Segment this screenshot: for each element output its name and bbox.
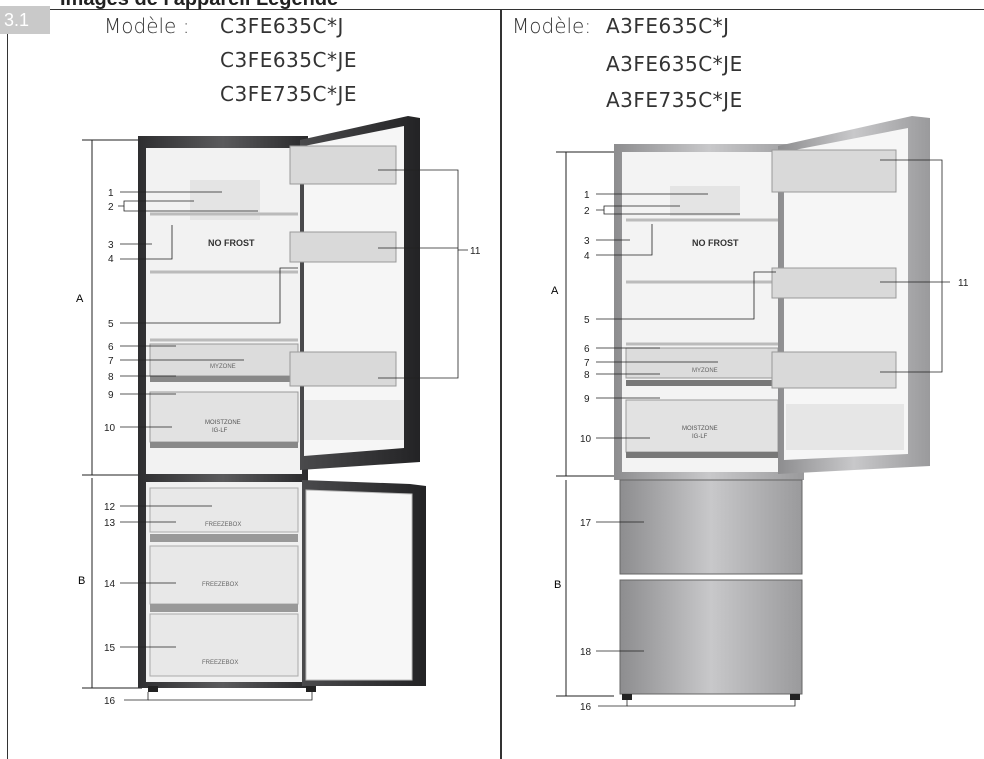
left-callout-5: 5 bbox=[108, 319, 114, 330]
right-callout-6: 6 bbox=[584, 344, 590, 355]
left-callout-3: 3 bbox=[108, 240, 114, 251]
left-model-1: C3FE635C*J bbox=[220, 14, 344, 38]
left-fridge-diagram: A B NO FROST MYZONE MOISTZONE IG-LF FREE… bbox=[76, 116, 481, 707]
right-callout-11: 11 bbox=[958, 278, 969, 289]
right-callout-4: 4 bbox=[584, 251, 590, 262]
left-callout-11: 11 bbox=[470, 246, 481, 257]
right-model-2: A3FE635C*JE bbox=[606, 52, 743, 76]
section-title: Images de l'appareil Légende bbox=[60, 0, 338, 11]
left-model-label: Modèle : bbox=[104, 14, 190, 38]
left-dim-a: A bbox=[76, 293, 84, 305]
right-callout-5: 5 bbox=[584, 315, 590, 326]
left-callout-8: 8 bbox=[108, 372, 114, 383]
left-callout-16: 16 bbox=[104, 696, 116, 707]
right-callout-17: 17 bbox=[580, 518, 592, 529]
left-nofrost-logo: NO FROST bbox=[208, 238, 255, 248]
left-callout-6: 6 bbox=[108, 342, 114, 353]
left-callout-4: 4 bbox=[108, 254, 114, 265]
right-nofrost-logo: NO FROST bbox=[692, 238, 739, 248]
left-dim-b: B bbox=[78, 575, 85, 587]
left-callout-15: 15 bbox=[104, 643, 116, 654]
right-callout-7: 7 bbox=[584, 358, 590, 369]
left-callout-9: 9 bbox=[108, 390, 114, 401]
left-model-2: C3FE635C*JE bbox=[220, 48, 358, 72]
right-callout-1: 1 bbox=[584, 190, 590, 201]
right-callout-3: 3 bbox=[584, 236, 590, 247]
right-callout-9: 9 bbox=[584, 394, 590, 405]
right-callout-16: 16 bbox=[580, 702, 592, 713]
left-freezebox-1: FREEZEBOX bbox=[205, 522, 241, 528]
right-model-1: A3FE635C*J bbox=[606, 14, 730, 38]
left-freezebox-2: FREEZEBOX bbox=[202, 582, 238, 588]
right-fridge-diagram: A B NO FROST MYZONE MOISTZONE IG-LF bbox=[551, 116, 969, 713]
left-border bbox=[7, 34, 8, 759]
right-dim-b: B bbox=[554, 579, 561, 591]
left-callout-1: 1 bbox=[108, 188, 114, 199]
right-moistzone-label: MOISTZONE bbox=[682, 426, 718, 432]
right-dim-a: A bbox=[551, 285, 559, 297]
right-callout-2: 2 bbox=[584, 206, 590, 217]
center-divider bbox=[500, 10, 502, 759]
left-callout-12: 12 bbox=[104, 502, 116, 513]
left-callout-2: 2 bbox=[108, 202, 114, 213]
right-iglf-label: IG-LF bbox=[692, 434, 708, 440]
left-iglf-label: IG-LF bbox=[212, 428, 228, 434]
left-myzone-label: MYZONE bbox=[210, 364, 236, 370]
left-callout-7: 7 bbox=[108, 356, 114, 367]
right-myzone-label: MYZONE bbox=[692, 368, 718, 374]
top-rule bbox=[50, 9, 984, 10]
page-header: Images de l'appareil Légende bbox=[0, 0, 984, 10]
right-model-3: A3FE735C*JE bbox=[606, 88, 743, 112]
section-number: 3.1 bbox=[0, 6, 50, 34]
right-callout-10: 10 bbox=[580, 434, 592, 445]
left-callout-14: 14 bbox=[104, 579, 116, 590]
left-moistzone-label: MOISTZONE bbox=[205, 420, 241, 426]
right-callout-8: 8 bbox=[584, 370, 590, 381]
left-freezebox-3: FREEZEBOX bbox=[202, 660, 238, 666]
left-callout-10: 10 bbox=[104, 423, 116, 434]
left-model-3: C3FE735C*JE bbox=[220, 82, 358, 106]
right-model-label: Modèle: bbox=[512, 14, 592, 38]
right-callout-18: 18 bbox=[580, 647, 592, 658]
left-callout-13: 13 bbox=[104, 518, 116, 529]
